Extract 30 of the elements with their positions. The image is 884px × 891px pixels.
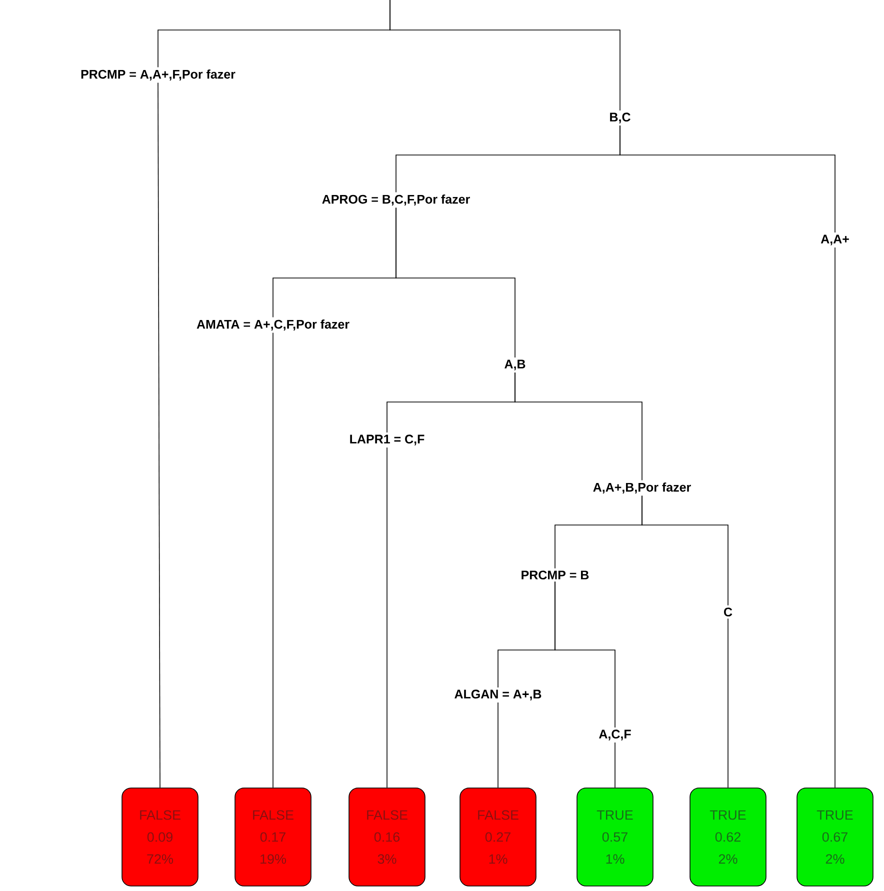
split-label: C <box>722 606 735 618</box>
branch-line <box>396 207 516 358</box>
branch-line <box>834 247 836 788</box>
split-label: AMATA = A+,C,F,Por fazer <box>194 318 352 332</box>
split-label: A,A+,B,Por fazer <box>590 480 694 496</box>
leaf-box: TRUE 0.67 2% <box>796 788 874 886</box>
leaf-box: FALSE 0.09 72% <box>122 788 198 886</box>
branch-line <box>620 125 836 233</box>
split-label: PRCMP = B <box>518 568 592 582</box>
split-label: A,B <box>502 358 528 372</box>
leaf-box: TRUE 0.57 1% <box>576 788 654 886</box>
split-label: A,C,F <box>596 728 634 742</box>
split-label: A,A+ <box>818 232 852 248</box>
branch-line <box>390 0 620 111</box>
split-label: APROG = B,C,F,Por fazer <box>320 192 472 208</box>
branch-line <box>514 372 642 481</box>
leaf-box: FALSE 0.27 1% <box>460 788 536 886</box>
leaf-box: FALSE 0.16 3% <box>348 788 426 886</box>
branch-line <box>158 82 160 788</box>
branch-line <box>614 742 616 788</box>
leaf-box: TRUE 0.62 2% <box>690 788 766 886</box>
split-label: PRCMP = A,A+,F,Por fazer <box>78 68 238 82</box>
branch-line <box>272 332 274 788</box>
branch-line <box>642 495 728 606</box>
split-label: ALGAN = A+,B <box>452 688 544 702</box>
branch-line <box>386 447 388 788</box>
branch-line <box>554 581 616 728</box>
split-label: B,C <box>607 110 633 126</box>
split-label: LAPR1 = C,F <box>347 432 427 448</box>
leaf-box: FALSE 0.17 19% <box>234 788 312 886</box>
